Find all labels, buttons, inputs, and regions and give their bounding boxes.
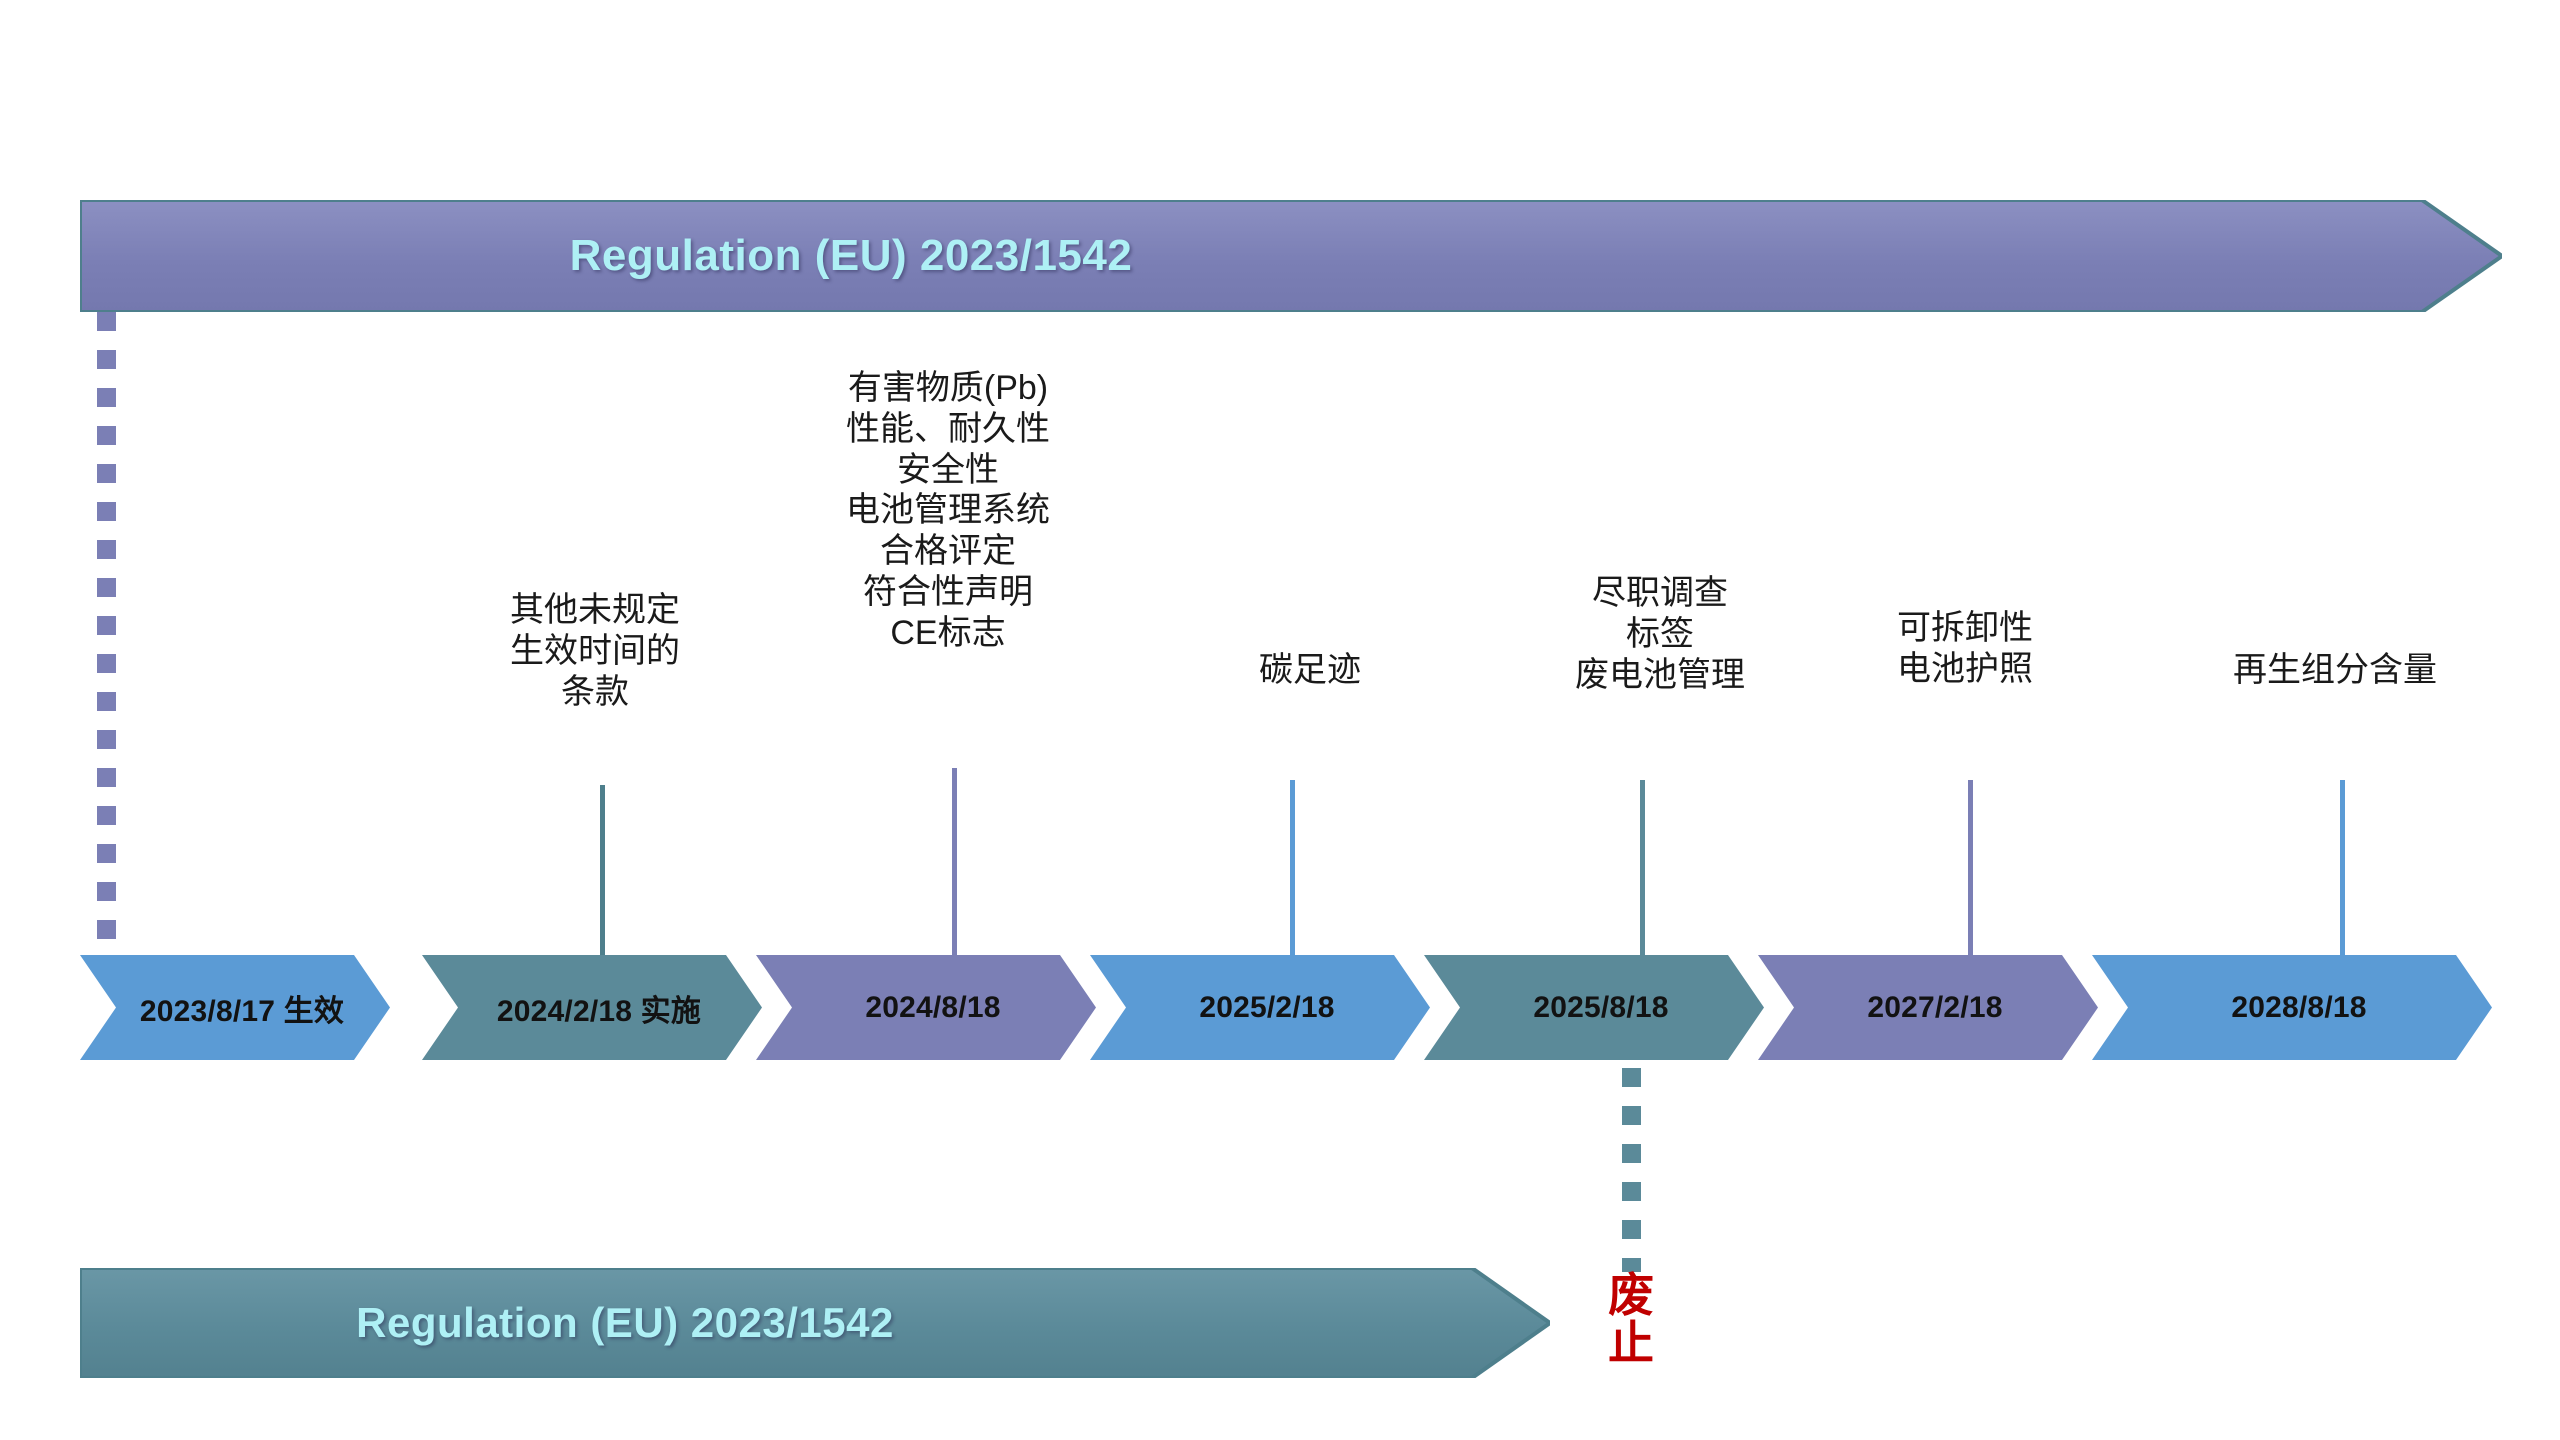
milestone-stem-3 [952, 768, 957, 957]
milestone-description-2: 其他未规定 生效时间的 条款 [510, 591, 680, 711]
milestone-chevron-6[interactable]: 2027/2/18 [1758, 955, 2098, 1060]
milestone-date-label: 2025/8/18 [1533, 990, 1669, 1024]
repeal-char-2: 止 [1608, 1316, 1654, 1369]
top-banner-label: Regulation (EU) 2023/1542 [569, 231, 1133, 280]
bottom-regulation-banner: Regulation (EU) 2023/1542 [80, 1268, 1550, 1378]
top-regulation-banner: Regulation (EU) 2023/1542 [80, 200, 2502, 312]
bottom-banner-label: Regulation (EU) 2023/1542 [356, 1299, 894, 1346]
milestone-date-label: 2024/8/18 [865, 990, 1001, 1024]
milestone-description-3: 有害物质(Pb) 性能、耐久性 安全性 电池管理系统 合格评定 符合性声明 CE… [846, 369, 1050, 652]
milestone-description-7: 再生组分含量 [2233, 651, 2437, 689]
top-banner-arrow-shape [80, 200, 2502, 312]
milestone-chevron-7[interactable]: 2028/8/18 [2092, 955, 2492, 1060]
milestone-chevron-3[interactable]: 2024/8/18 [756, 955, 1096, 1060]
milestone-date-label: 2024/2/18 实施 [496, 994, 702, 1028]
milestone-chevron-1[interactable]: 2023/8/17 生效 [80, 955, 390, 1060]
milestone-description-5: 尽职调查 标签 废电池管理 [1575, 574, 1745, 694]
milestone-stem-7 [2340, 780, 2345, 957]
milestone-chevron-row: 2023/8/17 生效 2024/2/18 实施 2024/8/18 2025/2/… [0, 955, 2560, 1060]
milestone-date-label: 2023/8/17 生效 [139, 994, 345, 1028]
bottom-banner-arrow-shape [80, 1268, 1550, 1378]
milestone-chevron-5[interactable]: 2025/8/18 [1424, 955, 1764, 1060]
milestone-stem-5 [1640, 780, 1645, 957]
milestone-stem-4 [1290, 780, 1295, 957]
dotted-connector-repeal [1622, 1068, 1641, 1272]
milestone-date-label: 2027/2/18 [1867, 990, 2003, 1024]
milestone-stem-6 [1968, 780, 1973, 957]
milestone-description-4: 碳足迹 [1259, 651, 1361, 689]
milestone-date-label: 2025/2/18 [1199, 990, 1335, 1024]
milestone-chevron-4[interactable]: 2025/2/18 [1090, 955, 1430, 1060]
dotted-connector-left-start [97, 312, 116, 962]
milestone-stem-2 [600, 785, 605, 957]
milestone-description-6: 可拆卸性 电池护照 [1897, 609, 2033, 688]
repeal-vertical-label: 废 止 [1598, 1269, 1664, 1369]
repeal-char-1: 废 [1608, 1269, 1654, 1321]
milestone-chevron-2[interactable]: 2024/2/18 实施 [422, 955, 762, 1060]
milestone-date-label: 2028/8/18 [2231, 990, 2367, 1024]
